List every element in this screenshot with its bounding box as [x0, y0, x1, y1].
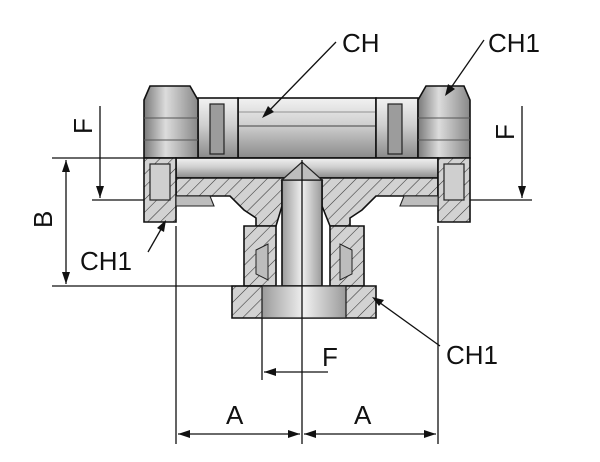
dimension-lines: [52, 106, 532, 444]
label-ch1-left: CH1: [80, 246, 132, 276]
label-a-right: A: [354, 400, 372, 430]
label-b: B: [28, 211, 58, 228]
leader-lines: [147, 39, 485, 347]
label-ch: CH: [342, 28, 380, 58]
label-f-left: F: [68, 118, 98, 134]
text-labels: CH CH1 CH1 CH1 F A A F F B: [28, 28, 540, 430]
label-f-right: F: [490, 124, 520, 140]
upper-body-exterior: [197, 97, 419, 159]
label-ch1-top-right: CH1: [488, 28, 540, 58]
label-f-bottom: F: [322, 342, 338, 372]
right-swivel-nut: [417, 85, 471, 159]
label-ch1-bottom: CH1: [446, 340, 498, 370]
label-a-left: A: [226, 400, 244, 430]
left-swivel-nut: [143, 85, 199, 159]
